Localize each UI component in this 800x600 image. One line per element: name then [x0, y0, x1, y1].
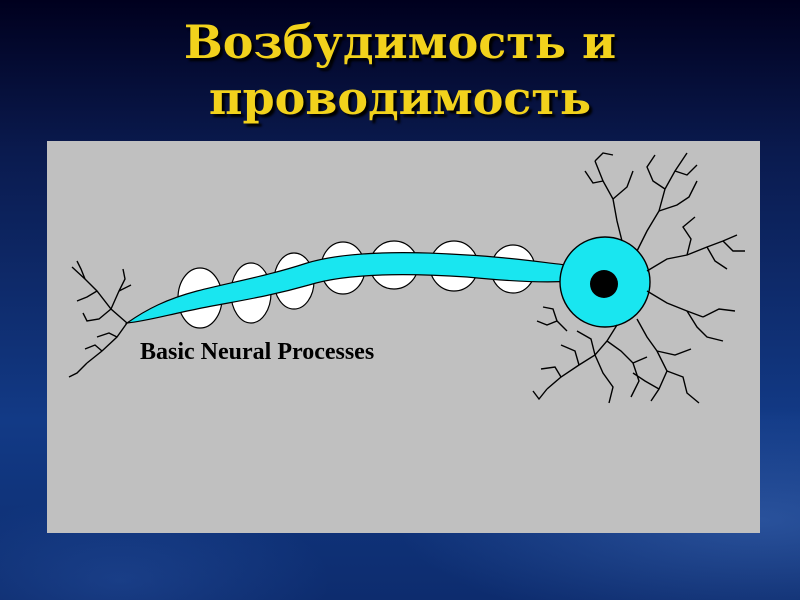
figure-caption: Basic Neural Processes	[140, 339, 375, 365]
neuron-figure: Basic Neural Processes	[47, 141, 760, 533]
title-line-1: Возбудимость и	[183, 15, 617, 69]
dendrites	[532, 152, 745, 404]
slide-title: Возбудимость и проводимость	[0, 14, 800, 126]
axon-terminal	[68, 260, 132, 378]
nucleus	[590, 270, 618, 298]
neuron-illustration	[68, 152, 745, 404]
title-line-2: проводимость	[208, 71, 592, 125]
